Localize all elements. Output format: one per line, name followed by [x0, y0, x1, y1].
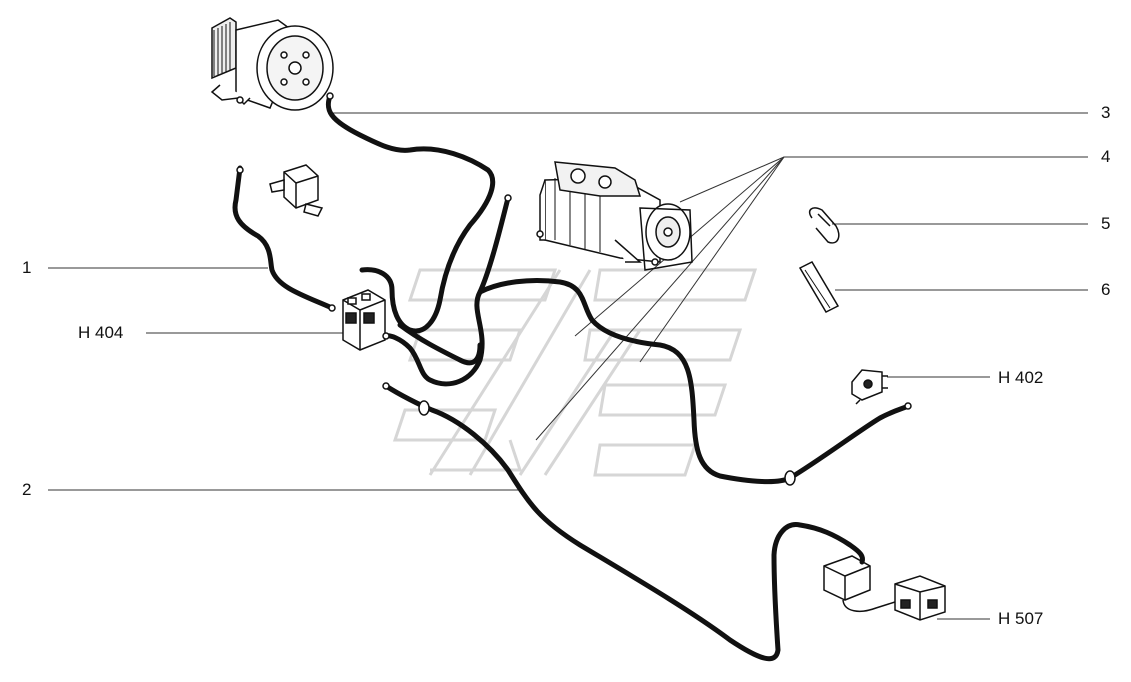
callout-h507: H 507 — [998, 609, 1044, 628]
callout-6: 6 — [1101, 280, 1111, 299]
alternator-icon — [210, 17, 334, 111]
connector-h507-icon — [823, 555, 946, 621]
callout-h404: H 404 — [78, 323, 124, 342]
strap-icon — [798, 261, 840, 313]
relay-icon — [269, 164, 324, 217]
sensor-h402-icon — [851, 369, 888, 405]
clip-icon — [808, 207, 840, 244]
callout-3: 3 — [1101, 103, 1111, 122]
cable-ends — [236, 92, 912, 486]
callout-1: 1 — [22, 258, 32, 277]
cable-main — [383, 195, 511, 387]
cable-short — [397, 322, 483, 366]
starter-motor-icon — [536, 161, 693, 271]
callout-h402: H 402 — [998, 368, 1044, 387]
cable-h402 — [787, 403, 911, 481]
cable-3 — [325, 93, 496, 334]
cable-2 — [383, 383, 865, 662]
callout-4: 4 — [1101, 147, 1111, 166]
leader-4-c — [639, 156, 785, 363]
leader-4-a — [679, 156, 785, 203]
cable-4 — [477, 278, 793, 485]
watermark-logo — [392, 268, 758, 477]
callout-2: 2 — [22, 480, 32, 499]
connector-h404-icon — [342, 289, 386, 351]
callout-5: 5 — [1101, 214, 1111, 233]
leader-4-b — [535, 156, 785, 441]
cable-1 — [232, 165, 335, 311]
cables — [232, 93, 911, 662]
